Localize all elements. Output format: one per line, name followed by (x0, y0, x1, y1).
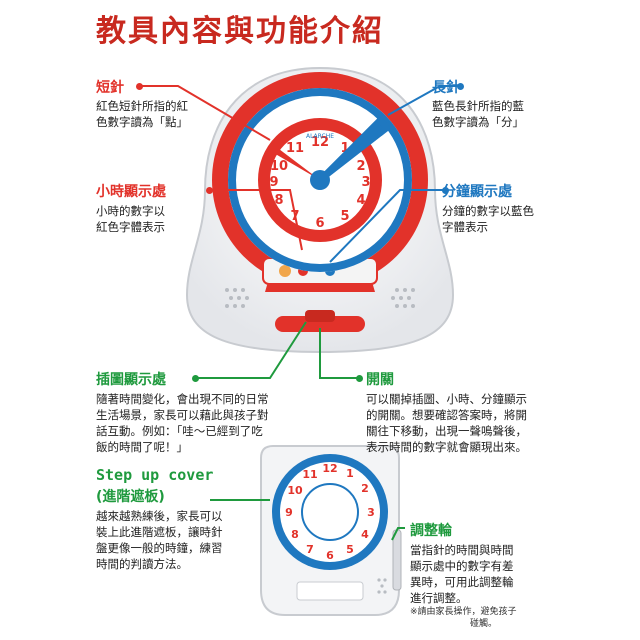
long-hand-desc: 藍色長針所指的藍 色數字讀為「分」 (432, 99, 524, 129)
svg-text:6: 6 (315, 216, 324, 231)
dot-short-hand (136, 83, 143, 90)
svg-text:3: 3 (367, 506, 375, 519)
adjust-wheel-desc: 當指針的時間與時間 顯示處中的數字有差 異時，可用此調整輪 進行調整。 (410, 543, 514, 605)
svg-text:10: 10 (270, 159, 288, 174)
adjust-wheel-title: 調整輪 (410, 523, 452, 539)
svg-text:8: 8 (274, 193, 283, 208)
svg-text:4: 4 (361, 528, 369, 541)
svg-text:5: 5 (340, 209, 349, 224)
dot-minute-display (442, 187, 449, 194)
svg-text:9: 9 (269, 175, 278, 190)
svg-text:3: 3 (361, 175, 370, 190)
short-hand-title: 短針 (96, 80, 124, 96)
svg-text:7: 7 (306, 543, 314, 556)
dot-long-hand (457, 83, 464, 90)
svg-text:5: 5 (346, 543, 354, 556)
svg-text:8: 8 (291, 528, 299, 541)
svg-text:4: 4 (356, 193, 365, 208)
svg-text:1: 1 (346, 467, 354, 480)
svg-text:2: 2 (356, 159, 365, 174)
svg-text:11: 11 (302, 468, 317, 481)
step-up-title-en: Step up cover (96, 466, 214, 484)
picture-display-desc: 隨著時間變化，會出現不同的日常 生活場景，家長可以藉此與孩子對 話互動。例如：「… (96, 392, 269, 454)
page-title: 教具內容與功能介紹 (96, 14, 384, 49)
svg-text:12: 12 (311, 135, 329, 150)
svg-text:10: 10 (287, 484, 303, 497)
step-up-cover-illustration: 12 1 2 3 4 5 6 7 8 9 10 11 (260, 445, 402, 616)
hour-display-desc: 小時的數字以 紅色字體表示 (96, 204, 165, 234)
dot-switch (356, 375, 363, 382)
adjust-wheel-note: ※請由家長操作，避免孩子 碰觸。 (410, 607, 517, 629)
switch-title: 開關 (366, 372, 394, 388)
step-up-title-zh: (進階遮板) (96, 489, 165, 505)
minute-display-title: 分鐘顯示處 (442, 184, 512, 200)
short-hand-desc: 紅色短針所指的紅 色數字讀為「點」 (96, 99, 188, 129)
step-up-desc: 越來越熟練後，家長可以 裝上此進階遮板，讓時針 盤更像一般的時鐘，練習 時間的判… (96, 509, 223, 571)
svg-text:9: 9 (285, 506, 293, 519)
svg-text:6: 6 (326, 549, 334, 562)
switch-desc: 可以關掉插圖、小時、分鐘顯示 的開關。想要確認答案時，將開 關往下移動，出現一聲… (366, 392, 527, 454)
dot-picture-display (192, 375, 199, 382)
dot-hour-display (206, 187, 213, 194)
clock-brand: ALARCHE (306, 133, 334, 140)
hour-display-title: 小時顯示處 (96, 184, 166, 200)
svg-text:1: 1 (340, 141, 349, 156)
svg-text:11: 11 (286, 141, 304, 156)
picture-display-title: 插圖顯示處 (96, 372, 166, 388)
long-hand-title: 長針 (432, 80, 460, 96)
svg-text:2: 2 (361, 482, 369, 495)
svg-text:12: 12 (322, 462, 337, 475)
minute-display-desc: 分鐘的數字以藍色 字體表示 (442, 204, 534, 234)
